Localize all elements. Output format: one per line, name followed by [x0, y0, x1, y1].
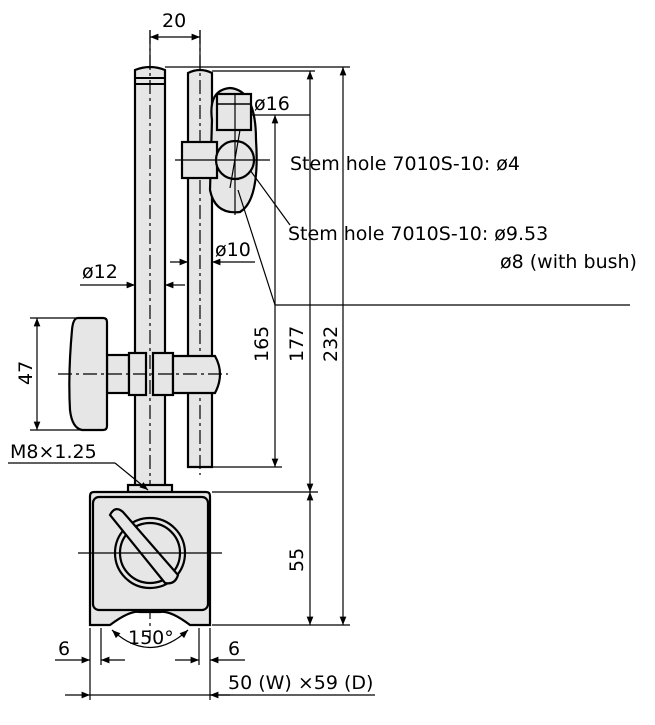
dim-rod-spacing: 20 — [162, 10, 186, 32]
magnetic-base — [78, 483, 222, 627]
dim-knob-height: 47 — [15, 361, 37, 385]
dim-232: 232 — [320, 326, 342, 362]
fine-adjust-rod — [186, 30, 214, 475]
dim-clamp-diameter: ø16 — [254, 93, 290, 115]
dim-base-size: 50 (W) ×59 (D) — [228, 672, 373, 694]
label-stem-hole-small: Stem hole 7010S-10: ø4 — [290, 153, 520, 175]
dim-margin-right: 6 — [228, 638, 240, 660]
dim-main-rod: ø12 — [82, 261, 118, 283]
label-stem-hole-large: Stem hole 7010S-10: ø9.53 — [288, 223, 548, 245]
stem-clamp — [175, 86, 270, 215]
dim-small-rod: ø10 — [215, 239, 251, 261]
dim-165: 165 — [251, 326, 273, 362]
label-stem-hole-bush: ø8 (with bush) — [500, 251, 637, 273]
dim-177: 177 — [286, 326, 308, 362]
dim-base-height: 55 — [286, 548, 308, 572]
label-thread: M8×1.25 — [10, 441, 97, 463]
clamp-knob — [58, 316, 228, 432]
dimension-lines — [8, 30, 630, 700]
dim-v-angle: 150° — [128, 627, 174, 649]
dim-margin-left: 6 — [58, 638, 70, 660]
